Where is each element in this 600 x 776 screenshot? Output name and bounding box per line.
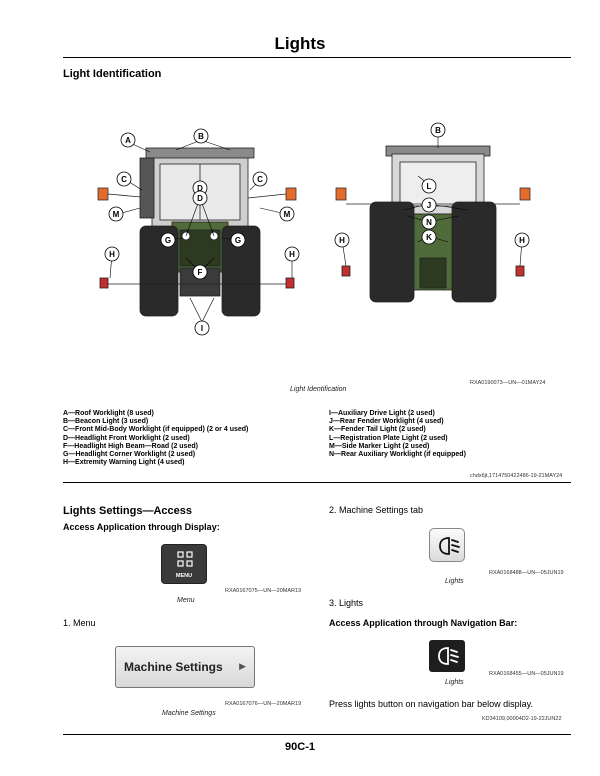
legend-item: H—Extremity Warning Light (4 used) [63,459,185,467]
rear-callout-h-left: H [334,232,350,248]
lights-tab-button[interactable] [429,528,465,562]
legend-item: M—Side Marker Light (2 used) [329,442,430,450]
menu-button-label: MENU [175,573,193,579]
identification-caption: Light Identification [290,386,347,393]
front-callout-c-left: C [116,171,132,187]
svg-text:D: D [197,194,203,203]
svg-text:C: C [121,175,127,184]
lights-nav-caption: Lights [445,679,464,686]
front-callout-m-right: M [279,206,295,222]
access-ref-code: KD34109,00004D2-19-22JUN22 [482,716,562,722]
lights-tab-caption: Lights [445,578,464,585]
legend-right: I—Auxiliary Drive Light (2 used) J—Rear … [329,410,466,459]
legend-item: B—Beacon Light (3 used) [63,418,149,426]
identification-figure-code: RXA0190073—UN—01MAY24 [470,380,546,386]
rear-callout-b: B [430,122,446,138]
menu-button[interactable]: MENU [161,544,207,584]
legend-item: N—Rear Auxiliary Worklight (if equipped) [329,451,466,459]
step-3: 3. Lights [329,598,364,608]
svg-text:B: B [198,132,204,141]
menu-caption: Menu [177,597,195,604]
svg-text:J: J [427,201,431,210]
legend-item: G—Headlight Corner Worklight (2 used) [63,451,196,459]
rear-callout-k: K [421,229,437,245]
machine-settings-label: Machine Settings [124,660,223,674]
step-2: 2. Machine Settings tab [329,505,424,515]
page-title: Lights [274,34,326,53]
display-subhead: Access Application through Display: [63,522,220,532]
legend-item: D—Headlight Front Worklight (2 used) [63,434,190,442]
page-number: 90C-1 [285,741,315,753]
front-callout-m-left: M [108,206,124,222]
svg-text:A: A [125,136,131,145]
front-callout-f: F [192,264,208,280]
legend-item: L—Registration Plate Light (2 used) [329,434,448,442]
machine-settings-figure-code: RXA0167076—UN—20MAR19 [225,701,302,707]
rear-callout-j: J [421,197,437,213]
rear-callout-h-right: H [514,232,530,248]
legend-item: I—Auxiliary Drive Light (2 used) [329,410,435,417]
title-rule [63,57,571,58]
svg-text:H: H [289,250,295,259]
nav-subhead: Access Application through Navigation Ba… [329,618,518,628]
nav-instruction: Press lights button on navigation bar be… [329,699,533,709]
lights-nav-figure-code: RXA0168455—UN—05JUN19 [489,671,564,677]
svg-text:I: I [201,324,203,333]
legend-item: A—Roof Worklight (8 used) [63,410,154,417]
svg-text:L: L [427,182,432,191]
legend-left: A—Roof Worklight (8 used) B—Beacon Light… [63,410,248,467]
svg-text:G: G [235,236,241,245]
front-callout-a: A [120,132,136,148]
svg-text:H: H [519,236,525,245]
legend-item: C—Front Mid-Body Worklight (if equipped)… [63,426,249,434]
headlight-icon [439,537,460,555]
rear-callout-l: L [421,178,437,194]
front-callout-c-right: C [252,171,268,187]
svg-text:M: M [284,210,291,219]
lights-nav-button[interactable] [429,640,465,672]
chevron-right-icon: ▶ [239,661,246,671]
legend-item: K—Fender Tail Light (2 used) [329,426,426,434]
front-callout-b: B [193,128,209,144]
svg-text:C: C [257,175,263,184]
front-callout-h-right: H [284,246,300,262]
front-callout-h-left: H [104,246,120,262]
svg-text:B: B [435,126,441,135]
step-1: 1. Menu [63,618,96,628]
svg-text:D: D [197,184,203,193]
headlight-icon [438,647,459,665]
front-callout-d-bottom: D [192,190,208,206]
lights-tab-figure-code: RXA0168488—UN—05JUN19 [489,570,564,576]
identification-ref-code: chdx6jt,1714750422486-19-21MAY24 [470,473,563,479]
machine-settings-caption: Machine Settings [162,710,216,717]
svg-text:H: H [109,250,115,259]
svg-text:M: M [113,210,120,219]
front-callout-g-right: G [230,232,246,248]
section-separator [63,482,571,483]
rear-callout-n: N [421,214,437,230]
menu-figure-code: RXA0167075—UN—20MAR19 [225,588,302,594]
machine-settings-button[interactable]: Machine Settings ▶ [115,646,255,688]
svg-text:K: K [426,233,432,242]
front-tractor-figure: A B C C D D M M G G H H F I [97,128,300,336]
grid-icon [177,551,193,567]
svg-text:F: F [198,268,203,277]
light-identification-heading: Light Identification [63,68,162,80]
front-callout-g-left: G [160,232,176,248]
legend-item: F—Headlight High Beam—Road (2 used) [63,442,198,450]
svg-text:N: N [426,218,432,227]
legend-item: J—Rear Fender Worklight (4 used) [329,418,444,426]
footer-rule [63,734,571,735]
front-callout-i: I [194,320,210,336]
rear-tractor-figure: B L J N K H H [334,122,531,303]
access-heading: Lights Settings—Access [63,505,192,517]
svg-text:G: G [165,236,171,245]
svg-text:H: H [339,236,345,245]
